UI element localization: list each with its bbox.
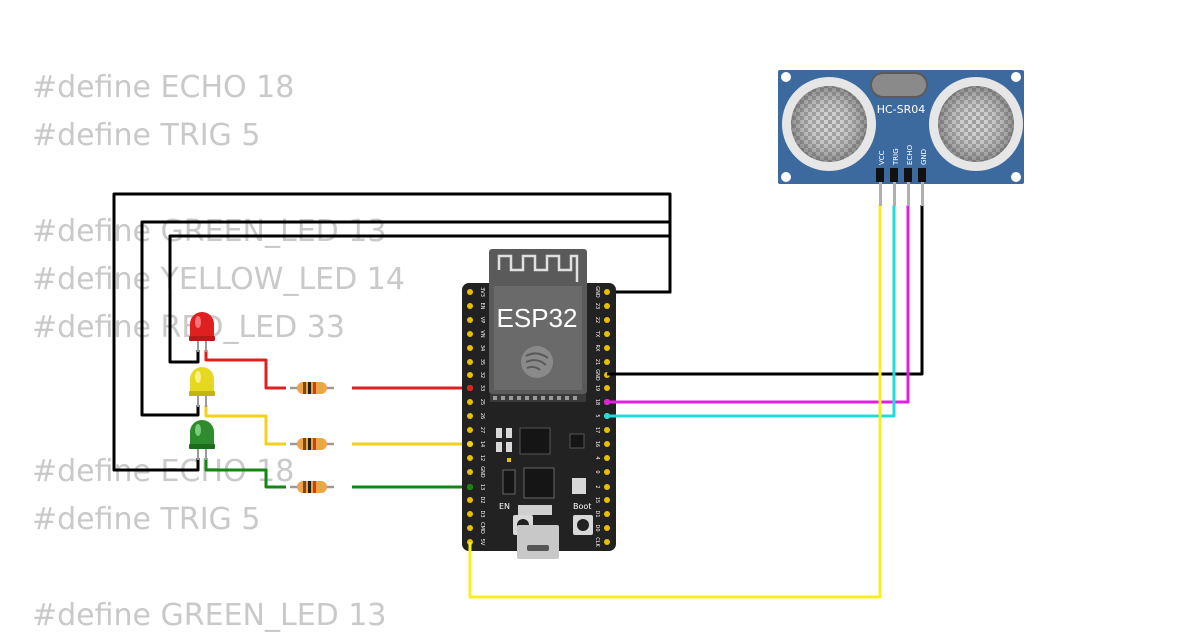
pin-label: 4	[594, 456, 600, 459]
wire-sensor-echo	[607, 205, 910, 404]
pin-label: RX	[594, 345, 600, 352]
code-line: #define YELLOW_LED 14	[32, 262, 405, 297]
en-label: EN	[499, 502, 510, 511]
pin-label: 33	[479, 385, 485, 391]
pin-label: 35	[479, 359, 485, 365]
pin-label: D2	[479, 496, 485, 503]
hcsr04-sensor[interactable]: HC-SR04 VCC TRIG ECHO GND	[778, 70, 1024, 206]
wire-sensor-gnd	[607, 205, 924, 376]
sensor-label: HC-SR04	[877, 103, 926, 116]
pin-label: 32	[479, 372, 485, 378]
pin-label: 0	[594, 470, 600, 473]
transducer-left	[782, 77, 876, 171]
sensor-header	[876, 168, 926, 206]
code-line: #define GREEN_LED 13	[32, 598, 387, 633]
antenna-icon	[497, 254, 579, 282]
boot-label: Boot	[573, 502, 591, 511]
usb-port[interactable]	[517, 525, 559, 559]
pin-label: 23	[594, 303, 600, 309]
pin-label: EN	[479, 303, 485, 310]
ground-wires	[112, 192, 672, 472]
board-components	[496, 427, 586, 499]
pin-label: 22	[594, 317, 600, 323]
pin-label: 26	[479, 413, 485, 419]
espressif-logo-icon	[521, 346, 553, 378]
resistor-green[interactable]	[288, 479, 336, 495]
led-wires	[204, 350, 470, 489]
board-label: ESP32	[497, 303, 578, 333]
pin-labels-left: 3V3 EN VP VN 34 35 32 33 25 26 27 14 12 …	[479, 287, 485, 546]
pin-label: CLK	[594, 537, 600, 547]
pin-labels-right: GND 23 22 TX RX 21 GND 19 18 5 17 16 4 0…	[594, 286, 600, 547]
usb-shield	[518, 505, 552, 515]
wire-sensor-trig	[607, 205, 896, 418]
mount-hole	[1011, 72, 1021, 82]
pin-label: 34	[479, 345, 485, 351]
wire-yellow-led	[204, 405, 286, 446]
resistor-yellow[interactable]	[288, 436, 336, 452]
code-line: #define RED_LED 33	[32, 310, 345, 345]
pin-label: D0	[594, 524, 600, 531]
pin-label: 2	[594, 485, 600, 488]
sensor-pin-label: GND	[920, 149, 928, 165]
code-line: #define TRIG 5	[32, 118, 261, 153]
pin-label: D1	[594, 510, 600, 517]
pin-label: 16	[594, 441, 600, 447]
pin-label: 21	[594, 359, 600, 365]
pin-label: 5	[594, 414, 600, 417]
pin-connections	[467, 385, 610, 490]
wire-gnd-red-led	[168, 234, 672, 364]
sensor-pin-label: ECHO	[906, 144, 914, 165]
resistor-red[interactable]	[288, 380, 336, 396]
sensor-pin-label: TRIG	[892, 148, 900, 166]
esp32-board[interactable]: ESP32 3V3 EN VP VN 34 35 32 33 25 26 27 …	[462, 249, 616, 559]
wire-green-led	[204, 458, 286, 489]
led-red[interactable]	[189, 312, 215, 352]
pin-label: 18	[594, 399, 600, 405]
pin-label: GND	[594, 369, 600, 381]
pin-label: 13	[479, 484, 485, 490]
pin-label: 25	[479, 399, 485, 405]
sensor-wires	[468, 205, 924, 599]
pin-label: GND	[594, 286, 600, 298]
pin-label: CMD	[479, 522, 485, 534]
pin-label: GND	[479, 466, 485, 478]
pin-label: 19	[594, 385, 600, 391]
led-yellow[interactable]	[189, 367, 215, 407]
pin-label: D3	[479, 510, 485, 517]
pin-label: TX	[594, 330, 600, 338]
led-green[interactable]	[189, 420, 215, 460]
pin-label: VN	[479, 330, 485, 337]
module-pads	[490, 394, 586, 402]
pin-label: 5V	[479, 539, 485, 546]
wire-sensor-vcc	[468, 205, 882, 599]
pin-label: 17	[594, 427, 600, 433]
boot-button[interactable]	[573, 515, 593, 535]
code-line: #define TRIG 5	[32, 502, 261, 537]
pin-label: VP	[479, 317, 485, 323]
header-pins-right	[604, 289, 610, 545]
code-line: #define ECHO 18	[32, 70, 295, 105]
pin-label: 27	[479, 427, 485, 433]
crystal	[870, 72, 928, 98]
pin-label: 15	[594, 497, 600, 503]
pin-label: 12	[479, 455, 485, 461]
wire-red-led	[204, 350, 286, 390]
pin-label: 3V3	[479, 287, 485, 297]
code-line: #define ECHO 18	[32, 454, 295, 489]
mount-hole	[1011, 172, 1021, 182]
transducer-right	[929, 77, 1023, 171]
sensor-pin-label: VCC	[878, 150, 886, 165]
mount-hole	[781, 172, 791, 182]
mount-hole	[781, 72, 791, 82]
pin-label: 14	[479, 441, 485, 447]
